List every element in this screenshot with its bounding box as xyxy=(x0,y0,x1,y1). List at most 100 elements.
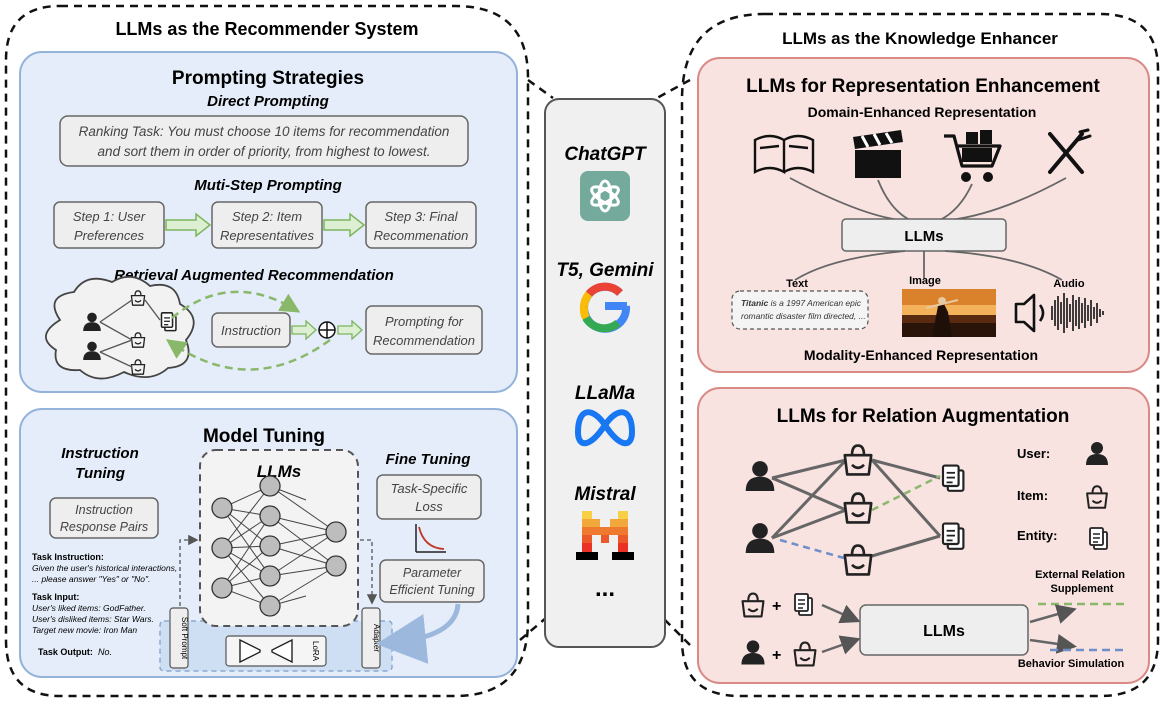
loss-box xyxy=(376,474,482,520)
step3-line2: Recommenation xyxy=(374,228,469,243)
ranking-task-box xyxy=(59,115,469,167)
legend-user-label: User: xyxy=(1017,446,1050,461)
legend-item-label: Item: xyxy=(1017,488,1048,503)
task-output-value: No. xyxy=(98,647,112,657)
retrieval-loop-bottom xyxy=(165,338,331,371)
relation-title: LLMs for Relation Augmentation xyxy=(777,406,1070,427)
model-column xyxy=(544,98,666,648)
clapperboard-icon xyxy=(853,130,903,178)
external-relation-label: External Relation xyxy=(1035,569,1125,581)
text-modality-label: Text xyxy=(786,278,808,290)
loss-line2: Loss xyxy=(415,499,443,514)
legend-entity-label: Entity: xyxy=(1017,528,1057,543)
step2-line1: Step 2: Item xyxy=(232,209,302,224)
task-instruction-line2: ... please answer "Yes" or "No". xyxy=(32,574,150,584)
instruction-label: Instruction xyxy=(221,323,281,338)
llm-network-box xyxy=(199,449,359,627)
prompting-output-line2: Recommendation xyxy=(373,333,475,348)
arrow-llm-behavior xyxy=(1029,633,1077,654)
representation-title: LLMs for Representation Enhancement xyxy=(746,76,1100,97)
arrow-step2-step3 xyxy=(323,212,366,238)
pairs-line1: Instruction xyxy=(75,503,133,517)
retrieval-loop-top xyxy=(171,290,301,319)
relation-llm-box xyxy=(859,604,1029,656)
supplement-label: Supplement xyxy=(1051,583,1114,595)
chatgpt-logo-icon xyxy=(580,171,630,221)
step2-box xyxy=(211,201,323,249)
model-llama: LLaMa xyxy=(575,383,636,404)
model-chatgpt: ChatGPT xyxy=(564,144,647,165)
model-t5-gemini: T5, Gemini xyxy=(556,260,654,281)
text-sample-line1: Titanic is a 1997 American epic xyxy=(741,298,862,308)
more-models-ellipsis: ... xyxy=(595,575,615,602)
pairs-box xyxy=(49,497,159,539)
cloud-links xyxy=(99,299,161,368)
behavior-simulation-label: Behavior Simulation xyxy=(1018,658,1125,670)
task-input-line3: Target new movie: Iron Man xyxy=(32,625,137,635)
instruction-box xyxy=(211,312,291,348)
arrow-input1-llm xyxy=(821,603,861,624)
plus-sign-1: + xyxy=(772,598,781,615)
arrow-instruction-plus xyxy=(291,319,317,341)
adapter-label: Adapter xyxy=(372,624,381,652)
connector-right-top xyxy=(656,78,691,100)
connector-left-bottom xyxy=(519,611,554,641)
ranking-task-line1: Ranking Task: You must choose 10 items f… xyxy=(79,124,450,139)
left-outer-border xyxy=(4,4,530,698)
input-doc-icon-1 xyxy=(794,593,813,616)
relation-graph-edges xyxy=(770,458,942,558)
movie-still-image xyxy=(902,289,996,337)
soft-prompt-label: Soft Prompt xyxy=(180,617,189,660)
arrow-step1-step2 xyxy=(165,212,212,238)
loss-line1: Task-Specific xyxy=(391,481,468,496)
left-panel-title: LLMs as the Recommender System xyxy=(115,19,418,39)
book-icon xyxy=(753,134,815,175)
modality-enhanced-label: Modality-Enhanced Representation xyxy=(804,347,1038,363)
instruction-tuning-line2: Tuning xyxy=(75,465,125,482)
graph-doc-icon-2 xyxy=(941,522,965,550)
graph-doc-icon-1 xyxy=(941,464,965,492)
pairs-line2: Response Pairs xyxy=(60,520,148,534)
task-output-label: Task Output: xyxy=(38,647,93,657)
meta-logo-icon xyxy=(575,409,635,447)
speaker-icon xyxy=(1014,293,1045,333)
legend-entity-icon xyxy=(1089,527,1108,550)
soft-prompt-connector xyxy=(179,534,199,606)
text-sample-line2: romantic disaster film directed, ... xyxy=(741,311,866,321)
step1-line2: Preferences xyxy=(74,228,145,243)
prompting-output-box xyxy=(365,305,483,355)
step3-box xyxy=(365,201,477,249)
loss-curve-icon xyxy=(415,524,446,553)
fork-knife-icon xyxy=(1048,128,1092,174)
network-nodes xyxy=(211,475,347,617)
representation-llm-label: LLMs xyxy=(904,228,943,245)
relation-llm-label: LLMs xyxy=(923,623,965,640)
plus-sign-2: + xyxy=(772,647,781,664)
connector-right-bottom xyxy=(656,611,691,646)
task-input-line2: User's disliked items: Star Wars. xyxy=(32,614,154,624)
peft-box xyxy=(379,559,485,603)
step1-line1: Step 1: User xyxy=(73,209,146,224)
domain-enhanced-label: Domain-Enhanced Representation xyxy=(808,104,1037,120)
lora-shape xyxy=(239,638,293,664)
lora-label: LoRA xyxy=(311,641,320,662)
peft-curved-arrow xyxy=(376,603,461,664)
peft-line1: Parameter xyxy=(403,566,462,580)
external-relation-edge xyxy=(871,474,941,512)
audio-modality-label: Audio xyxy=(1053,278,1084,290)
tuning-title: Model Tuning xyxy=(203,426,325,447)
step1-box xyxy=(53,201,165,249)
plus-circle-icon xyxy=(318,321,336,339)
llm-to-modality-curves xyxy=(794,250,1063,281)
task-instruction-line1: Given the user's historical interactions… xyxy=(32,563,177,573)
step3-line1: Step 3: Final xyxy=(385,209,459,224)
mistral-logo-icon xyxy=(576,511,634,560)
arrow-input2-llm xyxy=(821,635,861,655)
text-sample-box xyxy=(731,290,869,330)
shopping-cart-icon xyxy=(944,130,1002,182)
task-input-label: Task Input: xyxy=(32,592,79,602)
multi-step-title: Muti-Step Prompting xyxy=(194,177,341,194)
text-sample-rest: is a 1997 American epic xyxy=(768,298,862,308)
right-panel-title: LLMs as the Knowledge Enhancer xyxy=(782,29,1058,48)
